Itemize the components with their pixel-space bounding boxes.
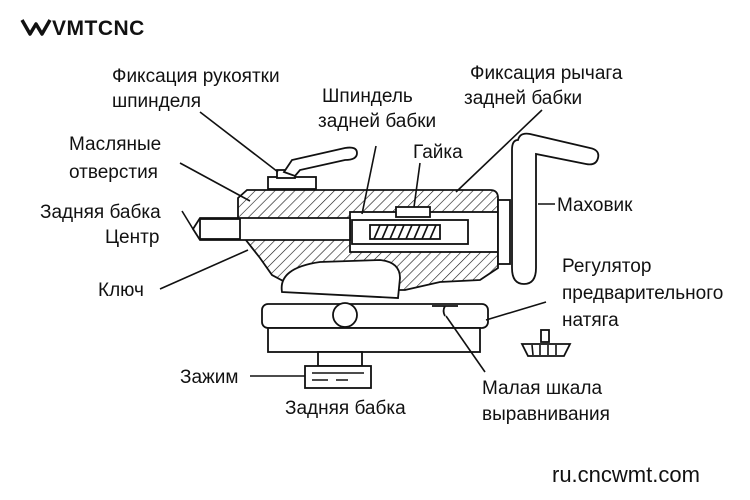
label-tailstock-spindle-2: задней бабки — [318, 111, 436, 132]
tailstock-base-plate — [261, 303, 489, 329]
logo: VMTCNC — [20, 17, 145, 40]
label-tailstock-spindle-1: Шпиндель — [322, 86, 413, 107]
level-scale-mark — [432, 305, 458, 317]
tailstock-drawing — [191, 132, 600, 389]
preload-regulator-part — [520, 329, 572, 357]
label-small-level-scale-1: Малая шкала — [482, 378, 602, 399]
label-center: Центр — [105, 227, 159, 248]
label-preload-regulator-2: предварительного — [562, 283, 723, 304]
clamp-block — [304, 365, 372, 389]
label-small-level-scale-2: выравнивания — [482, 404, 610, 425]
label-preload-regulator-3: натяга — [562, 310, 619, 331]
logo-text: VMTCNC — [52, 17, 145, 40]
labels: Фиксация рукоятки шпинделя Шпиндель задн… — [40, 63, 723, 425]
handwheel-hub — [497, 199, 511, 265]
label-tailstock-lever-lock-2: задней бабки — [464, 88, 582, 109]
label-tailstock-base: Задняя бабка — [285, 398, 406, 419]
label-clamp: Зажим — [180, 367, 238, 388]
label-oil-holes-2: отверстия — [69, 162, 158, 183]
body-cavity — [280, 259, 401, 299]
label-tailstock: Задняя бабка — [40, 202, 161, 223]
key-hole — [332, 302, 358, 328]
lead-screw — [369, 224, 441, 240]
label-nut: Гайка — [413, 142, 463, 163]
site-url: ru.cncwmt.com — [552, 462, 700, 487]
tailstock-base — [267, 327, 481, 353]
label-preload-regulator-1: Регулятор — [562, 256, 651, 277]
label-spindle-handle-lock-1: Фиксация рукоятки — [112, 66, 280, 87]
label-key: Ключ — [98, 280, 144, 301]
logo-mark-icon — [20, 19, 52, 36]
handwheel — [511, 132, 600, 285]
spindle-handle-lever — [282, 146, 358, 178]
label-spindle-handle-lock-2: шпинделя — [112, 91, 201, 112]
label-oil-holes-1: Масляные — [69, 134, 161, 155]
label-handwheel: Маховик — [557, 195, 633, 216]
center-shank — [199, 218, 241, 240]
clamp-neck — [317, 351, 363, 367]
nut-block — [395, 206, 431, 218]
label-tailstock-lever-lock-1: Фиксация рычага — [470, 63, 623, 84]
leader-lines — [159, 109, 555, 377]
